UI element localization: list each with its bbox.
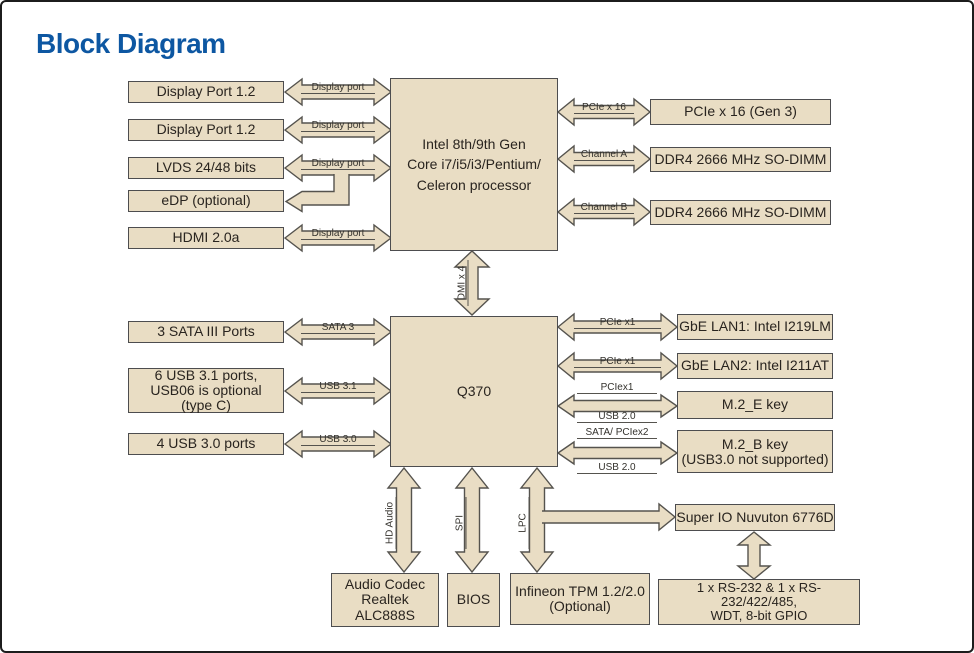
page-title: Block Diagram xyxy=(36,28,226,59)
label-display-port-lvds: Display port xyxy=(301,157,375,170)
label-usb20-m2e: USB 2.0 xyxy=(577,410,657,423)
label-pcie-x1-lan1: PCIe x1 xyxy=(574,316,661,329)
label-pcie-x16: PCIe x 16 xyxy=(574,101,634,114)
box-cpu: Intel 8th/9th Gen Core i7/i5/i3/Pentium/… xyxy=(390,78,558,251)
box-hdmi: HDMI 2.0a xyxy=(128,227,284,249)
box-m2-e-key: M.2_E key xyxy=(677,391,833,419)
box-lvds: LVDS 24/48 bits xyxy=(128,157,284,179)
arrow-superio-serial xyxy=(736,531,772,580)
label-display-port-hdmi: Display port xyxy=(301,227,375,240)
box-lan1: GbE LAN1: Intel I219LM xyxy=(677,314,833,340)
box-sodimm-b: DDR4 2666 MHz SO-DIMM xyxy=(650,200,831,225)
label-usb30: USB 3.0 xyxy=(301,433,375,446)
label-display-port-2: Display port xyxy=(301,119,375,132)
label-pciex1-m2e: PCIex1 xyxy=(577,381,657,394)
label-dmi-x4: DMI x 4 xyxy=(455,260,469,306)
arrow-edp-branch xyxy=(284,174,350,213)
box-super-io: Super IO Nuvuton 6776D xyxy=(675,504,835,531)
label-pcie-x1-lan2: PCIe x1 xyxy=(574,355,661,368)
label-sata-pciex2-m2b: SATA/ PCIex2 xyxy=(577,426,657,439)
box-sodimm-a: DDR4 2666 MHz SO-DIMM xyxy=(650,147,831,172)
label-hd-audio: HD Audio xyxy=(383,497,397,549)
box-display-port-1: Display Port 1.2 xyxy=(128,81,284,103)
box-pcie-x16-slot: PCIe x 16 (Gen 3) xyxy=(650,99,831,125)
box-sata-ports: 3 SATA III Ports xyxy=(128,321,284,343)
arrow-lpc-superio-branch xyxy=(542,502,677,532)
box-q370-chipset: Q370 xyxy=(390,316,558,467)
label-lpc: LPC xyxy=(516,497,530,549)
label-display-port-1: Display port xyxy=(301,81,375,94)
box-edp: eDP (optional) xyxy=(128,190,284,212)
box-usb30-ports: 4 USB 3.0 ports xyxy=(128,433,284,455)
box-m2-b-key: M.2_B key (USB3.0 not supported) xyxy=(677,430,833,473)
box-display-port-2: Display Port 1.2 xyxy=(128,119,284,141)
label-usb20-m2b: USB 2.0 xyxy=(577,461,657,474)
box-bios: BIOS xyxy=(447,573,500,627)
label-sata3: SATA 3 xyxy=(301,321,375,334)
label-spi: SPI xyxy=(453,497,467,549)
box-serial-gpio: 1 x RS-232 & 1 x RS-232/422/485, WDT, 8-… xyxy=(658,579,860,625)
box-tpm: Infineon TPM 1.2/2.0 (Optional) xyxy=(510,573,650,625)
label-usb31: USB 3.1 xyxy=(301,380,375,393)
box-audio-codec: Audio Codec Realtek ALC888S xyxy=(331,573,439,627)
label-channel-a: Channel A xyxy=(574,148,634,161)
box-lan2: GbE LAN2: Intel I211AT xyxy=(677,353,833,379)
label-channel-b: Channel B xyxy=(574,201,634,214)
box-usb31-ports: 6 USB 3.1 ports, USB06 is optional (type… xyxy=(128,368,284,413)
